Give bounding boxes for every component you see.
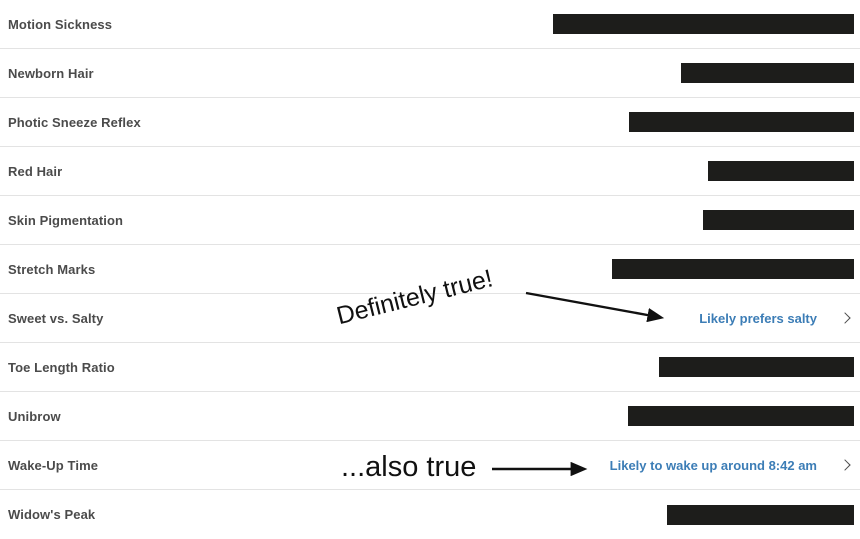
trait-label: Red Hair [8, 163, 63, 179]
trait-row[interactable]: Red Hair [0, 147, 860, 196]
chevron-right-icon [839, 312, 851, 324]
trait-label: Photic Sneeze Reflex [8, 114, 141, 130]
trait-row[interactable]: Motion Sickness [0, 0, 860, 49]
trait-value [659, 357, 860, 377]
trait-row[interactable]: Toe Length Ratio [0, 343, 860, 392]
trait-value [612, 259, 860, 279]
trait-value [628, 406, 860, 426]
trait-value [708, 161, 860, 181]
chevron-right-icon [839, 459, 851, 471]
trait-row[interactable]: Wake-Up Time Likely to wake up around 8:… [0, 441, 860, 490]
trait-row[interactable]: Stretch Marks [0, 245, 860, 294]
redaction-bar [708, 161, 854, 181]
trait-label: Stretch Marks [8, 261, 96, 277]
trait-value [553, 14, 860, 34]
trait-label: Newborn Hair [8, 65, 94, 81]
trait-row[interactable]: Skin Pigmentation [0, 196, 860, 245]
trait-value [629, 112, 860, 132]
trait-label: Widow's Peak [8, 507, 96, 522]
trait-row[interactable]: Unibrow [0, 392, 860, 441]
trait-row[interactable]: Sweet vs. Salty Likely prefers salty [0, 294, 860, 343]
trait-row[interactable]: Photic Sneeze Reflex [0, 98, 860, 147]
trait-label: Unibrow [8, 408, 61, 424]
trait-result-link[interactable]: Likely to wake up around 8:42 am [609, 457, 817, 473]
redaction-bar [612, 259, 854, 279]
trait-label: Motion Sickness [8, 16, 113, 32]
trait-value [681, 63, 860, 83]
trait-result-link[interactable]: Likely prefers salty [699, 310, 817, 326]
trait-label: Toe Length Ratio [8, 359, 115, 375]
redaction-bar [628, 406, 854, 426]
trait-value [703, 210, 860, 230]
trait-row[interactable]: Newborn Hair [0, 49, 860, 98]
trait-value: Likely prefers salty [699, 311, 860, 326]
redaction-bar [553, 14, 854, 34]
redaction-bar [659, 357, 854, 377]
trait-label: Sweet vs. Salty [8, 310, 104, 326]
trait-label: Wake-Up Time [8, 457, 99, 473]
trait-row[interactable]: Widow's Peak [0, 490, 860, 539]
redaction-bar [681, 63, 854, 83]
redaction-bar [629, 112, 854, 132]
trait-value [667, 504, 860, 525]
redaction-bar [703, 210, 854, 230]
trait-label: Skin Pigmentation [8, 212, 124, 228]
redaction-bar [667, 504, 854, 525]
trait-value: Likely to wake up around 8:42 am [610, 458, 860, 473]
